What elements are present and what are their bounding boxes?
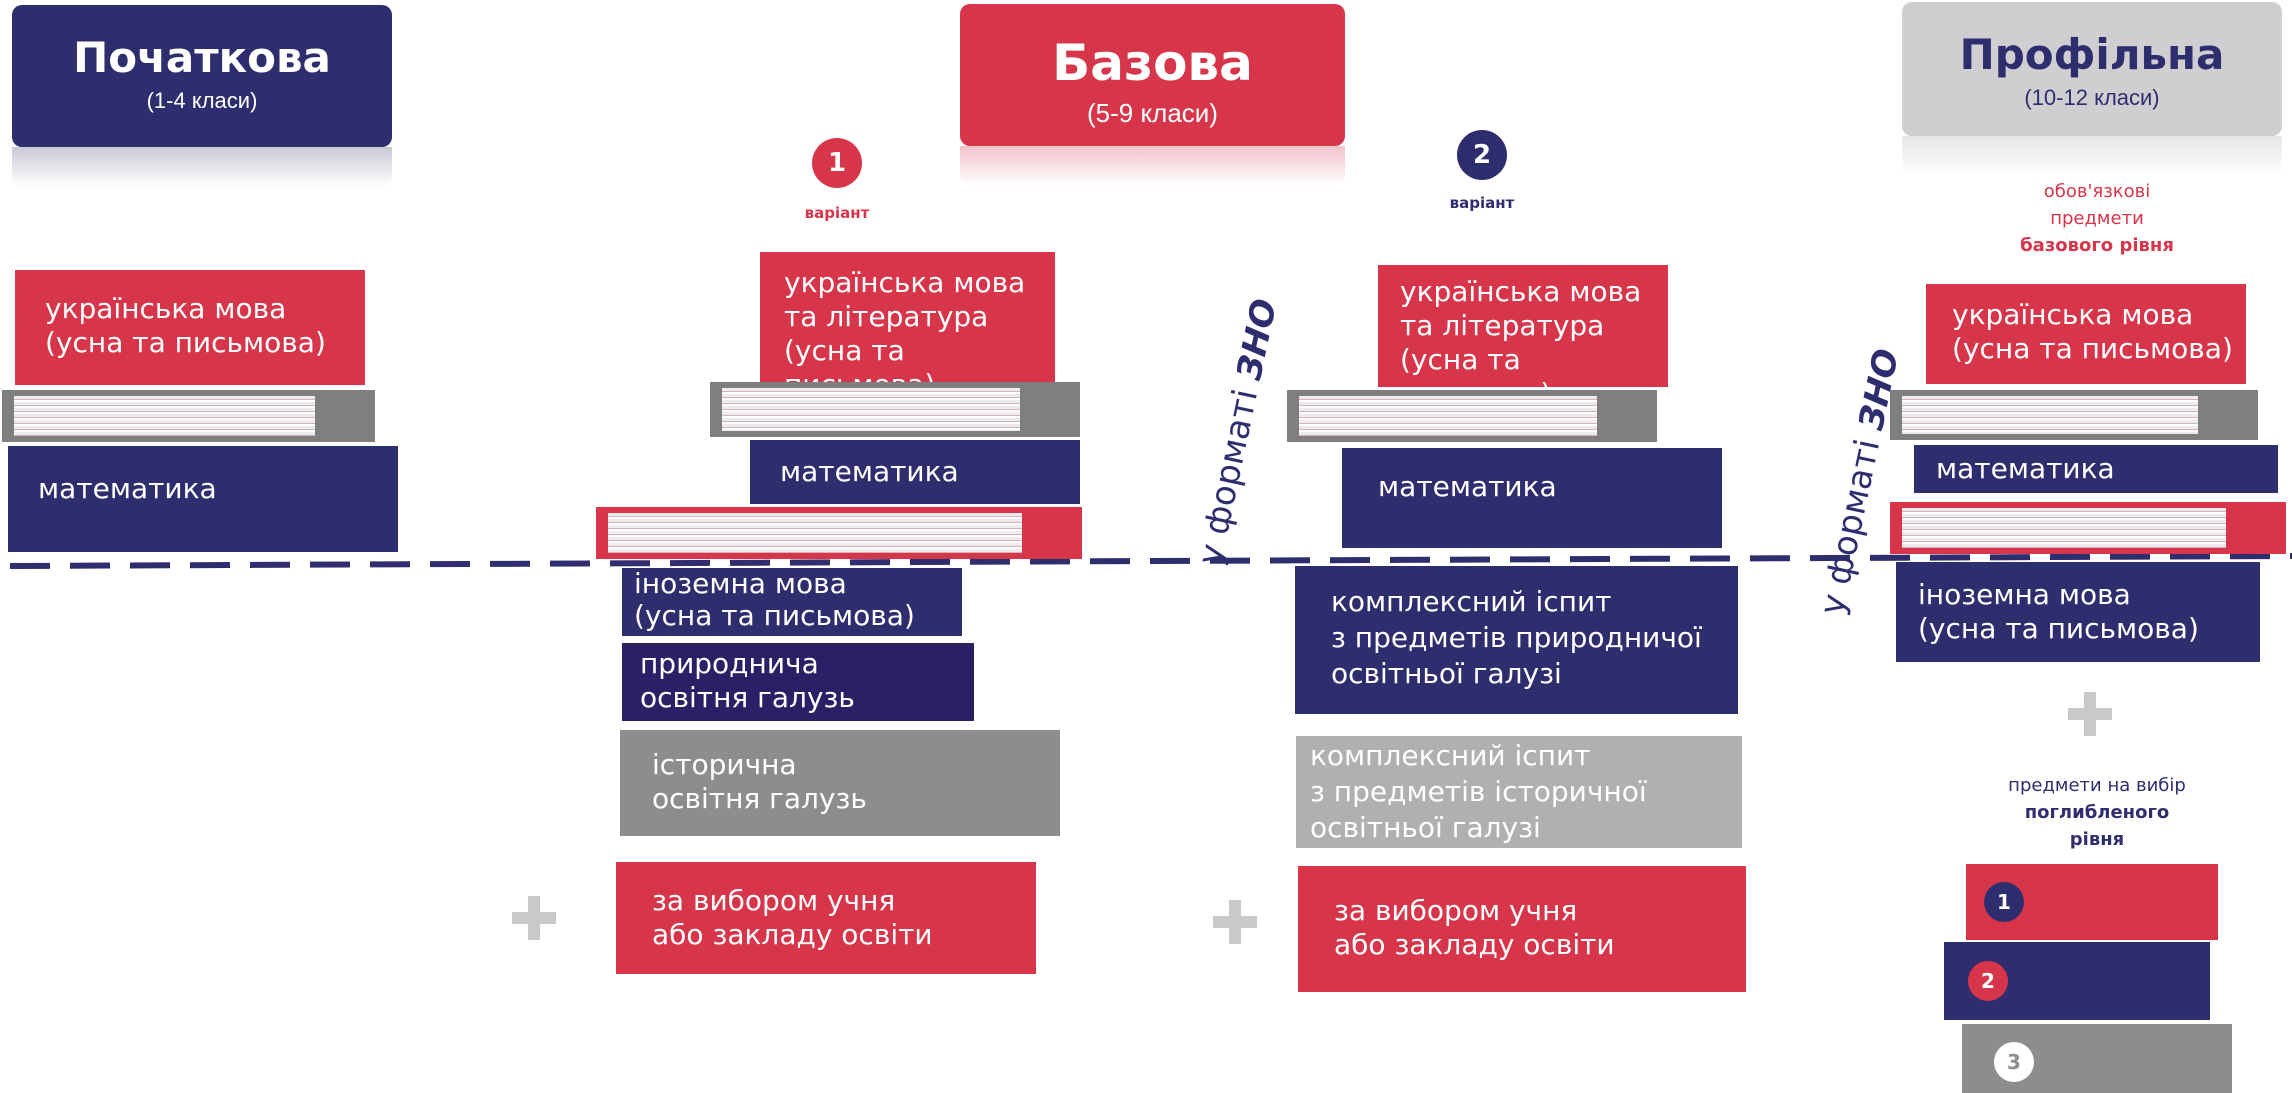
variant1-ukr-line1: українська мова — [784, 266, 1026, 299]
header-profile-title: Профільна — [1959, 30, 2225, 79]
primary-pages — [2, 390, 375, 442]
variant2-natural-line2: з предметів природничої — [1331, 621, 1702, 654]
profile-ukr-book: українська мова (усна та письмова) — [1926, 284, 2246, 384]
zno-label-1: у форматі ЗНО — [1190, 295, 1285, 568]
variant1-ukr-line2: та література — [784, 300, 989, 333]
profile-required-line1: обов'язкові — [2043, 181, 2151, 202]
variant1-history-line2: освітня галузь — [652, 782, 867, 815]
profile-math-label: математика — [1936, 452, 2115, 485]
header-profile-reflection — [1902, 136, 2282, 176]
primary-ukr-book: українська мова (усна та письмова) — [15, 270, 365, 385]
variant1-choice-book: за вибором учня або закладу освіти — [616, 862, 1036, 974]
variant1-pages-1 — [710, 382, 1080, 437]
elective-badge-2: 2 — [1968, 961, 2008, 1001]
variant1-math-book: математика — [750, 440, 1080, 504]
variant2-math-label: математика — [1378, 470, 1557, 503]
header-basic-reflection — [960, 146, 1345, 186]
profile-pages-2 — [1890, 502, 2286, 554]
primary-ukr-line2: (усна та письмова) — [45, 326, 326, 359]
profile-foreign-line1: іноземна мова — [1918, 578, 2131, 611]
profile-foreign-line2: (усна та письмова) — [1918, 612, 2199, 645]
zno-label-1-emph: ЗНО — [1229, 295, 1286, 384]
variant1-choice-line2: або закладу освіти — [652, 918, 933, 951]
elective-badge-1: 1 — [1984, 882, 2024, 922]
variant2-choice-book: за вибором учня або закладу освіти — [1298, 866, 1746, 992]
variant2-label: варіант — [1449, 194, 1515, 212]
elective-number-2: 2 — [1981, 969, 1995, 993]
variant1-math-label: математика — [780, 455, 959, 488]
variant2-ukr-book: українська мова та література (усна та п… — [1378, 265, 1668, 410]
variant2-history-line2: з предметів історичної — [1310, 775, 1647, 808]
profile-foreign-book: іноземна мова (усна та письмова) — [1896, 562, 2260, 662]
profile-elective-level-1: поглибленого — [2024, 802, 2170, 823]
profile-elective-book-1: 1 — [1966, 864, 2218, 940]
variant1-choice-line1: за вибором учня — [652, 884, 896, 917]
profile-elective-book-3: 3 — [1962, 1024, 2232, 1093]
elective-number-1: 1 — [1997, 890, 2011, 914]
plus-icon — [512, 896, 556, 940]
header-profile: Профільна (10-12 класи) — [1902, 2, 2282, 136]
variant2-pages — [1287, 390, 1657, 442]
header-basic-title: Базова — [1052, 34, 1253, 92]
variant1-ukr-book: українська мова та література (усна та п… — [760, 252, 1055, 401]
profile-ukr-line2: (усна та письмова) — [1952, 332, 2233, 365]
elective-number-3: 3 — [2007, 1050, 2021, 1074]
variant2-natural-line3: освітньої галузі — [1331, 657, 1562, 690]
variant1-natural-line2: освітня галузь — [640, 681, 855, 714]
profile-elective-book-2: 2 — [1944, 942, 2210, 1020]
variant1-natural-line1: природнича — [640, 647, 819, 680]
plus-icon — [1213, 900, 1257, 944]
header-primary-subtitle: (1-4 класи) — [146, 88, 258, 113]
variant2-natural-line1: комплексний іспит — [1331, 585, 1612, 618]
variant1-natural-book: природнича освітня галузь — [622, 643, 974, 721]
profile-required-line2: предмети — [2050, 208, 2144, 229]
variant1-foreign-line1: іноземна мова — [634, 567, 847, 600]
header-primary-title: Початкова — [73, 33, 331, 82]
profile-ukr-line1: українська мова — [1952, 298, 2194, 331]
primary-math-label: математика — [38, 472, 217, 505]
variant2-math-book: математика — [1342, 448, 1722, 548]
variant1-number: 1 — [827, 148, 847, 178]
profile-elective-level-2: рівня — [2069, 829, 2125, 850]
header-primary: Початкова (1-4 класи) — [12, 5, 392, 147]
variant2-choice-line2: або закладу освіти — [1334, 928, 1615, 961]
profile-elective-line1: предмети на вибір — [2008, 775, 2186, 796]
dashed-divider — [9, 553, 2292, 569]
variant1-label: варіант — [804, 204, 870, 222]
header-profile-subtitle: (10-12 класи) — [2024, 85, 2160, 110]
variant1-history-line1: історична — [652, 748, 797, 781]
variant2-history-exam-book: комплексний іспит з предметів історичної… — [1296, 736, 1742, 848]
header-basic-subtitle: (5-9 класи) — [1087, 98, 1218, 128]
variant1-number-badge: 1 — [812, 138, 862, 188]
variant2-history-line1: комплексний іспит — [1310, 739, 1591, 772]
variant1-foreign-book: іноземна мова (усна та письмова) — [622, 568, 962, 636]
variant2-number-badge: 2 — [1457, 130, 1507, 180]
zno-label-2-prefix: у форматі — [1812, 425, 1891, 619]
profile-required-caption: обов'язкові предмети базового рівня — [1962, 178, 2232, 259]
profile-math-book: математика — [1914, 445, 2278, 493]
variant2-number: 2 — [1472, 140, 1492, 170]
variant2-choice-line1: за вибором учня — [1334, 894, 1578, 927]
profile-required-level: базового рівня — [2020, 235, 2174, 256]
elective-badge-3: 3 — [1994, 1042, 2034, 1082]
variant2-ukr-line1: українська мова — [1400, 275, 1642, 308]
variant2-natural-exam-book: комплексний іспит з предметів природничо… — [1295, 566, 1738, 714]
profile-pages-1 — [1890, 390, 2258, 440]
plus-icon — [2068, 692, 2112, 736]
primary-ukr-line1: українська мова — [45, 292, 287, 325]
variant1-history-book: історична освітня галузь — [620, 730, 1060, 836]
header-basic: Базова (5-9 класи) — [960, 4, 1345, 146]
header-primary-reflection — [12, 147, 392, 187]
variant1-foreign-line2: (усна та письмова) — [634, 599, 915, 632]
variant2-history-line3: освітньої галузі — [1310, 811, 1541, 844]
variant1-pages-2 — [596, 507, 1082, 559]
primary-math-book: математика — [8, 446, 398, 552]
variant2-ukr-line2: та література — [1400, 309, 1605, 342]
profile-elective-caption: предмети на вибір поглибленого рівня — [1962, 772, 2232, 853]
